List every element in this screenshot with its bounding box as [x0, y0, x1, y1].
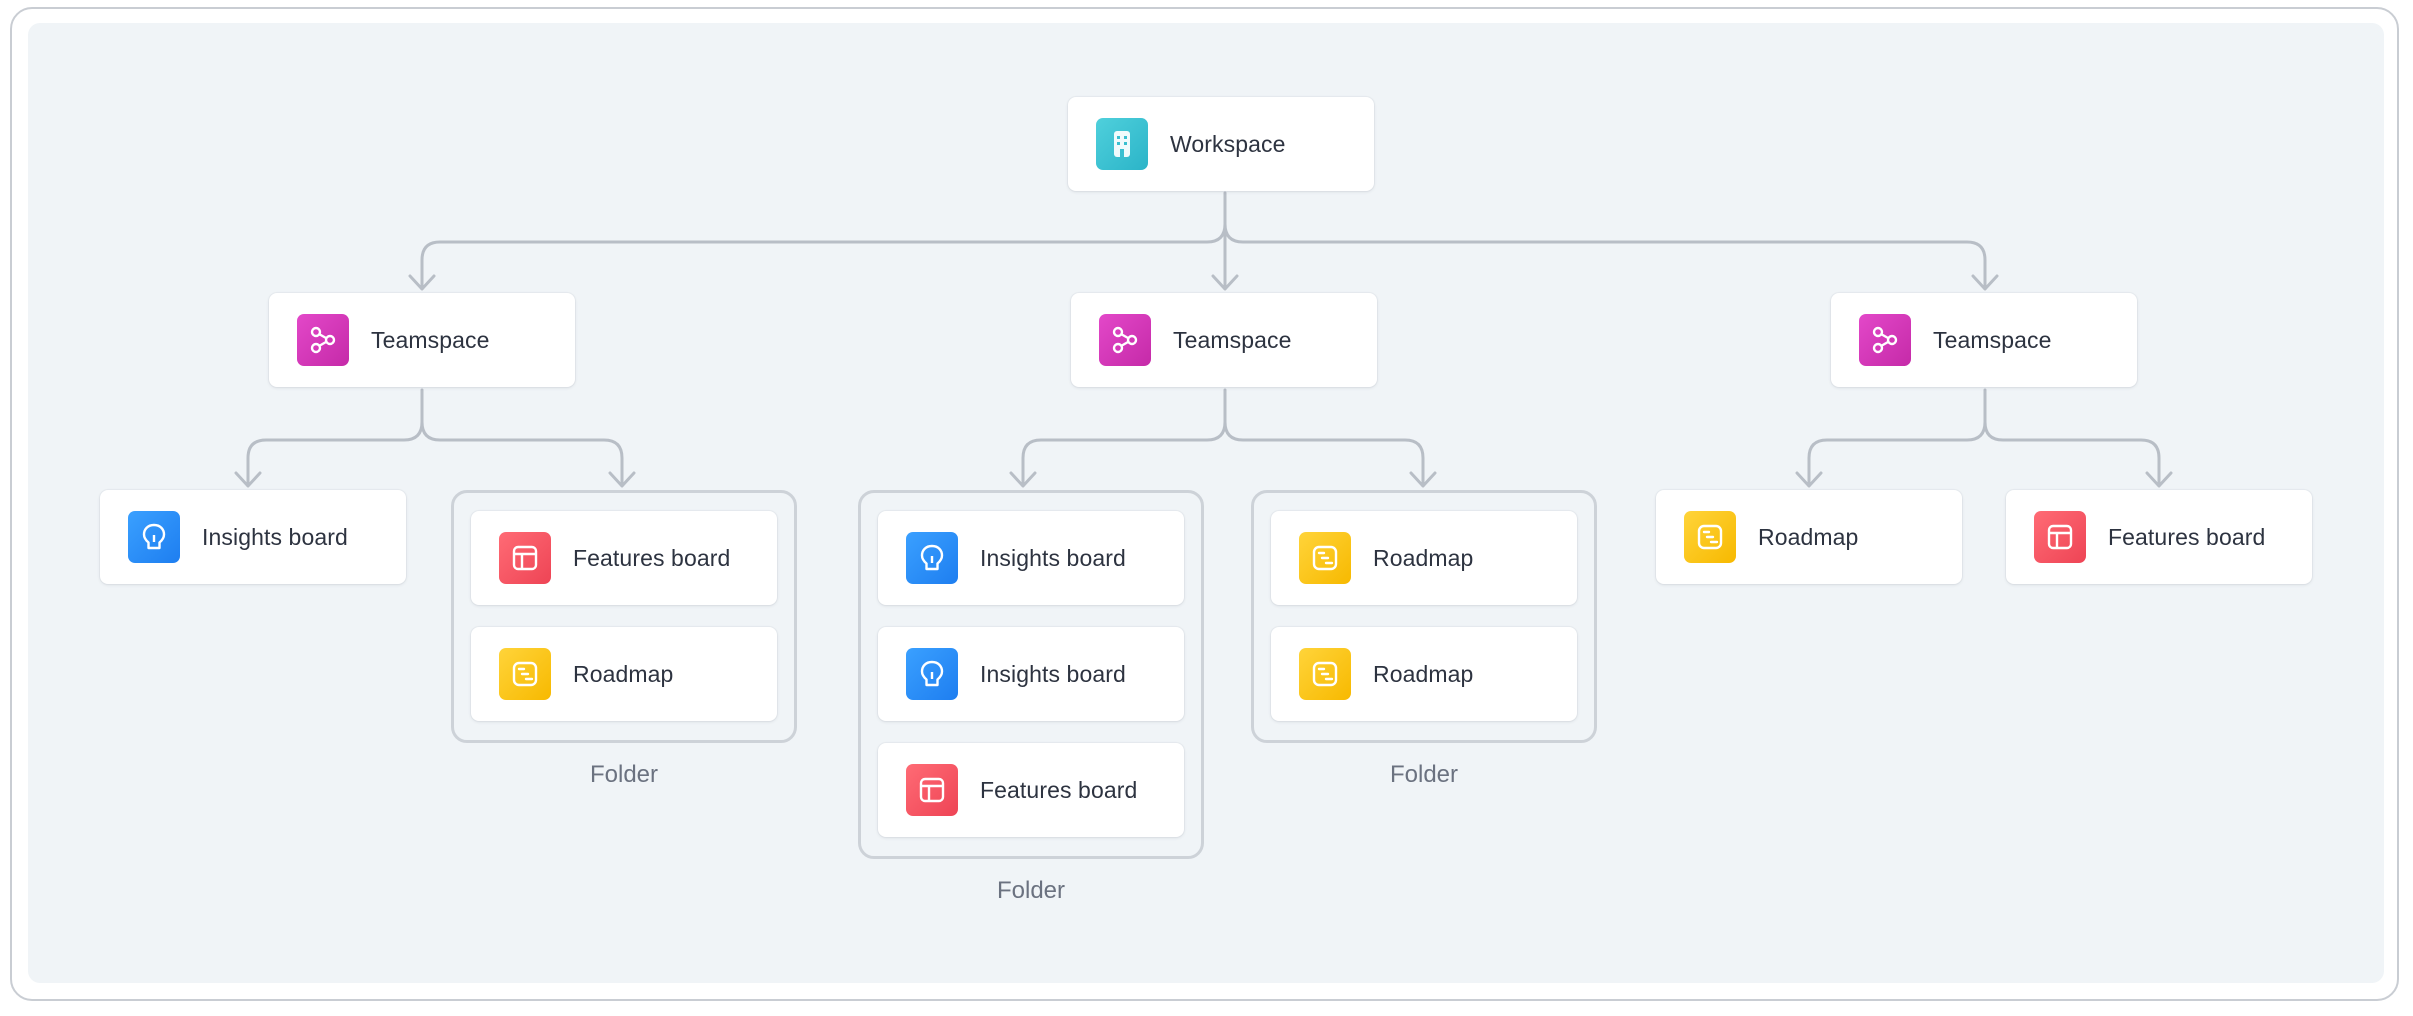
board-card-roadmap[interactable]: Roadmap — [1656, 490, 1962, 584]
board-card-insights[interactable]: Insights board — [100, 490, 406, 584]
roadmap-icon — [499, 648, 551, 700]
workspace-label: Workspace — [1170, 130, 1286, 157]
board-card-insights[interactable]: Insights board — [878, 627, 1184, 721]
connector-teamspace-2-to-folder-b — [1223, 420, 1425, 486]
board-label: Features board — [2108, 523, 2266, 550]
arrowhead — [2145, 471, 2173, 488]
connector-workspace-to-teamspace-3 — [1223, 222, 1987, 289]
folder-label: Folder — [1389, 761, 1459, 788]
arrowhead — [408, 274, 436, 291]
lightbulb-icon — [906, 532, 958, 584]
board-label: Insights board — [202, 523, 348, 550]
folder-label: Folder — [996, 877, 1066, 904]
board-card-roadmap[interactable]: Roadmap — [1271, 627, 1577, 721]
roadmap-icon — [1684, 511, 1736, 563]
workspace-card[interactable]: Workspace — [1068, 97, 1374, 191]
board-label: Insights board — [980, 660, 1126, 687]
arrowhead — [1211, 274, 1239, 291]
arrowhead — [234, 471, 262, 488]
arrowhead — [1971, 274, 1999, 291]
lightbulb-icon — [128, 511, 180, 563]
lightbulb-icon — [906, 648, 958, 700]
teamspace-label: Teamspace — [371, 326, 490, 353]
board-label: Features board — [980, 776, 1138, 803]
connector-teamspace-1-to-insights — [246, 420, 424, 486]
teamspace-icon — [1099, 314, 1151, 366]
board-card-features[interactable]: Features board — [2006, 490, 2312, 584]
teamspace-card-2[interactable]: Teamspace — [1071, 293, 1377, 387]
arrowhead — [1795, 471, 1823, 488]
board-card-insights[interactable]: Insights board — [878, 511, 1184, 605]
board-card-features[interactable]: Features board — [471, 511, 777, 605]
teamspace-icon — [1859, 314, 1911, 366]
board-card-roadmap[interactable]: Roadmap — [471, 627, 777, 721]
arrowhead — [1009, 471, 1037, 488]
board-label: Roadmap — [1373, 660, 1474, 687]
connector-workspace-to-teamspace-1 — [420, 222, 1227, 289]
teamspace-label: Teamspace — [1173, 326, 1292, 353]
board-label: Roadmap — [1373, 544, 1474, 571]
arrowhead — [608, 471, 636, 488]
features-board-icon — [2034, 511, 2086, 563]
board-card-features[interactable]: Features board — [878, 743, 1184, 837]
connector-teamspace-3-to-roadmap — [1807, 420, 1987, 486]
features-board-icon — [906, 764, 958, 816]
roadmap-icon — [1299, 648, 1351, 700]
board-label: Roadmap — [573, 660, 674, 687]
connector-teamspace-2-to-folder-a — [1021, 420, 1227, 486]
board-card-roadmap[interactable]: Roadmap — [1271, 511, 1577, 605]
features-board-icon — [499, 532, 551, 584]
roadmap-icon — [1299, 532, 1351, 584]
folder-label: Folder — [589, 761, 659, 788]
building-icon — [1096, 118, 1148, 170]
board-label: Roadmap — [1758, 523, 1859, 550]
teamspace-card-3[interactable]: Teamspace — [1831, 293, 2137, 387]
board-label: Features board — [573, 544, 731, 571]
teamspace-label: Teamspace — [1933, 326, 2052, 353]
teamspace-card-1[interactable]: Teamspace — [269, 293, 575, 387]
teamspace-icon — [297, 314, 349, 366]
connector-teamspace-3-to-features — [1983, 420, 2161, 486]
connector-teamspace-1-to-folder — [420, 420, 624, 486]
board-label: Insights board — [980, 544, 1126, 571]
arrowhead — [1409, 471, 1437, 488]
